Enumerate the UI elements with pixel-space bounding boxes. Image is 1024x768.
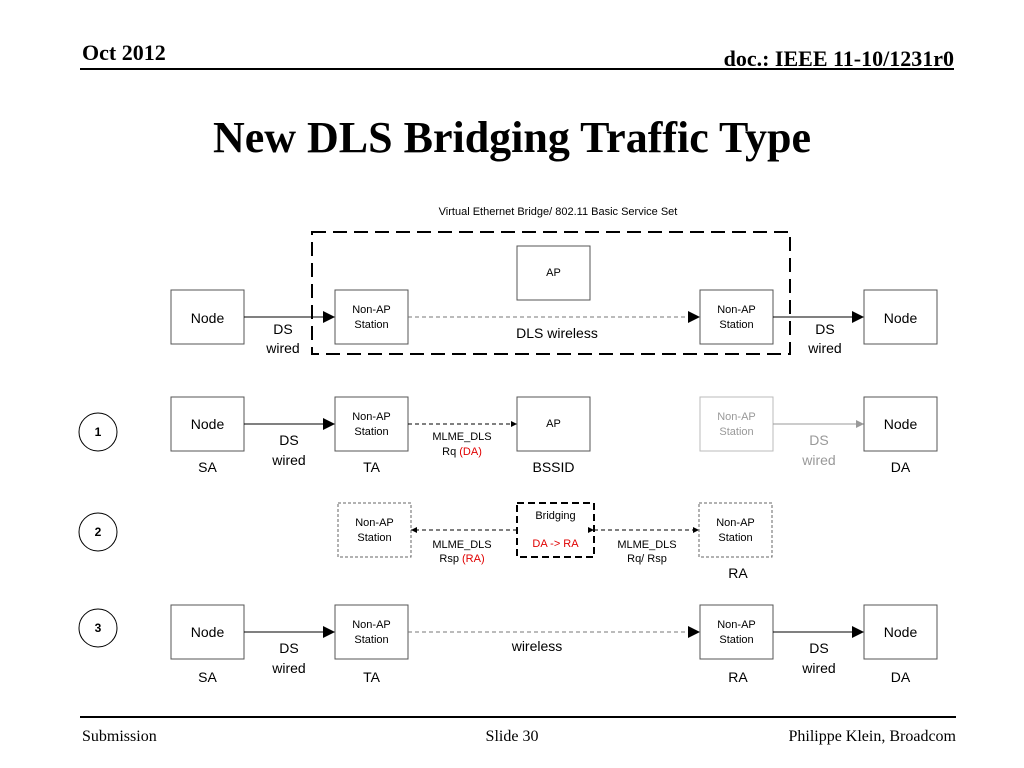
step1-station-line2: Station	[354, 426, 388, 438]
top-link-left-wired: wired	[265, 340, 299, 356]
step1-request-line1: MLME_DLS	[432, 431, 491, 443]
top-station-right-line2: Station	[719, 319, 753, 331]
step3-ra-label: RA	[728, 669, 748, 685]
step3-link-left-ds: DS	[279, 640, 298, 656]
step2-station-right-line1: Non-AP	[716, 517, 755, 529]
top-ap-box	[516, 245, 591, 301]
step1-bssid-label: BSSID	[532, 459, 574, 475]
bridge-caption: Virtual Ethernet Bridge/ 802.11 Basic Se…	[439, 206, 678, 218]
step1-node-left-box	[170, 396, 245, 452]
top-station-left-line1: Non-AP	[352, 304, 391, 316]
top-dls-wireless-label: DLS wireless	[516, 325, 598, 341]
step3-node-right-label: Node	[884, 624, 918, 640]
step1-link-wired: wired	[271, 452, 305, 468]
step1-ap-box	[516, 396, 591, 452]
top-station-left-box	[334, 289, 409, 345]
top-station-right-box	[699, 289, 774, 345]
footer-slide-number: Slide 30	[485, 728, 539, 745]
step1-node-right-box	[863, 396, 938, 452]
header-rule	[80, 68, 954, 70]
step1-station-faded-box	[699, 396, 774, 452]
top-ap-label: AP	[546, 267, 561, 279]
step3-link-left-wired: wired	[271, 660, 305, 676]
step1-station-faded-line2: Station	[719, 426, 753, 438]
step-3-number: 3	[95, 621, 102, 635]
step2-station-left-line2: Station	[357, 532, 391, 544]
step1-node-left-label: Node	[191, 416, 225, 432]
top-node-right-box	[863, 289, 938, 345]
step1-da-label: DA	[891, 459, 911, 475]
step3-node-left-label: Node	[191, 624, 225, 640]
step2-ra-label: RA	[728, 565, 748, 581]
step-3-circle	[78, 608, 118, 648]
step1-station-faded-line1: Non-AP	[717, 411, 756, 423]
step1-request-line2: Rq (DA)	[442, 446, 482, 458]
step3-station-right-line2: Station	[719, 634, 753, 646]
step3-wireless-label: wireless	[511, 638, 563, 654]
step-2-number: 2	[95, 525, 102, 539]
virtual-bridge-boundary	[311, 231, 791, 355]
step2-station-left-box	[337, 502, 412, 558]
step3-link-right-ds: DS	[809, 640, 828, 656]
top-link-right-ds: DS	[815, 321, 834, 337]
step3-station-right-box	[699, 604, 774, 660]
step1-sa-label: SA	[198, 459, 217, 475]
top-link-right-wired: wired	[807, 340, 841, 356]
footer-author: Philippe Klein, Broadcom	[788, 728, 956, 745]
footer-submission: Submission	[82, 728, 157, 745]
header-doc-id: doc.: IEEE 11-10/1231r0	[723, 46, 954, 71]
top-station-left-line2: Station	[354, 319, 388, 331]
step-1-circle	[78, 412, 118, 452]
step1-faded-wired: wired	[801, 452, 835, 468]
step3-node-left-box	[170, 604, 245, 660]
top-link-left-ds: DS	[273, 321, 292, 337]
step2-response-ra: (RA)	[462, 553, 485, 565]
footer-rule	[80, 716, 956, 718]
step2-rqrsp-line2: Rq/ Rsp	[627, 553, 667, 565]
step3-ta-label: TA	[363, 669, 381, 685]
step1-request-da: (DA)	[459, 446, 482, 458]
step3-da-label: DA	[891, 669, 911, 685]
step1-station-box	[334, 396, 409, 452]
top-node-left-label: Node	[191, 310, 225, 326]
top-node-right-label: Node	[884, 310, 918, 326]
step1-station-line1: Non-AP	[352, 411, 391, 423]
step3-sa-label: SA	[198, 669, 217, 685]
step1-ap-label: AP	[546, 418, 561, 430]
top-station-right-line1: Non-AP	[717, 304, 756, 316]
step2-rqrsp-line1: MLME_DLS	[617, 539, 676, 551]
step2-response-line2: Rsp (RA)	[439, 553, 484, 565]
slide-title: New DLS Bridging Traffic Type	[212, 113, 812, 162]
step1-faded-ds: DS	[809, 432, 828, 448]
step2-station-left-line1: Non-AP	[355, 517, 394, 529]
step2-response-line1: MLME_DLS	[432, 539, 491, 551]
step3-link-right-wired: wired	[801, 660, 835, 676]
step2-response-rsp: Rsp	[439, 553, 462, 565]
step1-link-ds: DS	[279, 432, 298, 448]
step3-station-left-line1: Non-AP	[352, 619, 391, 631]
step3-node-right-box	[863, 604, 938, 660]
step1-ta-label: TA	[363, 459, 381, 475]
step2-bridging-label: Bridging	[535, 510, 575, 522]
step3-station-left-line2: Station	[354, 634, 388, 646]
step-1-number: 1	[95, 425, 102, 439]
step2-station-right-box	[698, 502, 773, 558]
step3-station-left-box	[334, 604, 409, 660]
step1-request-rq: Rq	[442, 446, 459, 458]
step2-station-right-line2: Station	[718, 532, 752, 544]
step-2-circle	[78, 512, 118, 552]
step3-station-right-line1: Non-AP	[717, 619, 756, 631]
step1-node-right-label: Node	[884, 416, 918, 432]
header-date: Oct 2012	[82, 40, 166, 65]
step2-bridging-rule: DA -> RA	[532, 538, 579, 550]
